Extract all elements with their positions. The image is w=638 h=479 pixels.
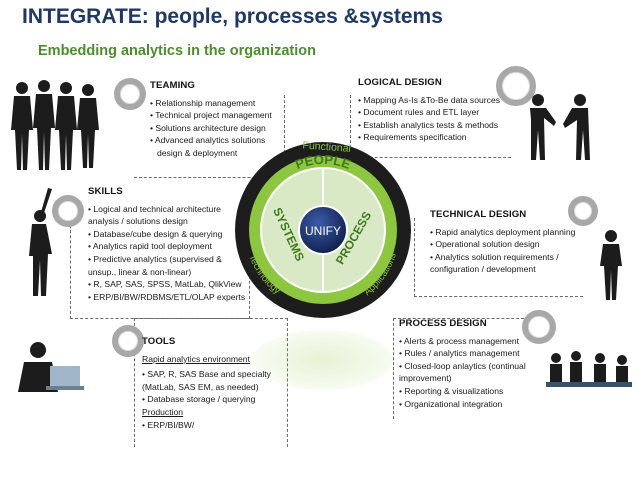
tools-ring-icon xyxy=(112,325,144,357)
page-subtitle: Embedding analytics in the organization xyxy=(38,43,316,59)
skills-box: SKILLS Logical and technical architectur… xyxy=(88,186,254,303)
tools-env-item: Database storage / querying xyxy=(142,393,282,406)
technical-design-item: Rapid analytics deployment planning xyxy=(430,226,586,239)
process-ring-icon xyxy=(522,310,556,344)
process-frame xyxy=(393,318,529,419)
process-design-item: Organizational integration xyxy=(399,398,539,411)
technical-design-item: Analytics solution requirements / xyxy=(430,251,586,264)
teaming-item: Relationship management xyxy=(150,97,290,110)
technical-design-item-continued: configuration / development xyxy=(430,264,536,275)
teaming-item: Advanced analytics solutions xyxy=(150,134,290,147)
tools-frame xyxy=(134,318,288,447)
process-design-item: Reporting & visualizations xyxy=(399,385,539,398)
logical-design-heading: LOGICAL DESIGN xyxy=(358,77,442,88)
skills-ring-icon xyxy=(52,195,84,227)
skills-item: R, SAP, SAS, SPSS, MatLab, QlikView xyxy=(88,278,254,291)
handshake-silhouette-icon xyxy=(530,94,590,160)
skills-item-continued: analysis / solutions design xyxy=(88,216,188,227)
tools-heading: TOOLS xyxy=(142,336,176,347)
teaming-item-continued: design & deployment xyxy=(157,147,238,158)
logical-frame xyxy=(350,95,511,158)
unify-core xyxy=(298,205,348,255)
tools-prod-label: Production xyxy=(142,406,184,417)
tools-env-item-continued: (MatLab, SAS EM, as needed) xyxy=(142,381,259,392)
teaming-item: Technical project management xyxy=(150,109,290,122)
skills-item: Logical and technical architecture xyxy=(88,203,254,216)
tools-env-item: SAP, R, SAS Base and specialty xyxy=(142,368,282,381)
process-design-item: Alerts & process management xyxy=(399,335,539,348)
people-label: PEOPLE xyxy=(293,152,353,172)
thinking-man-silhouette-icon xyxy=(600,230,622,300)
technical-design-box: TECHNICAL DESIGN Rapid analytics deploym… xyxy=(430,209,586,276)
process-design-item: Closed-loop anlaytics (continual xyxy=(399,360,539,373)
process-design-heading: PROCESS DESIGN xyxy=(399,318,487,329)
tools-box: TOOLS Rapid analytics environment SAP, R… xyxy=(142,336,282,431)
teaming-box: TEAMING Relationship management Technica… xyxy=(150,80,290,160)
skills-item: Predictive analytics (supervised & xyxy=(88,253,254,266)
skills-item-continued: unsup., linear & non-linear) xyxy=(88,266,192,277)
logical-design-item: Establish analytics tests & methods xyxy=(358,119,518,132)
skills-heading: SKILLS xyxy=(88,186,123,197)
team-silhouette-icon xyxy=(11,80,99,170)
technical-frame xyxy=(414,218,583,297)
unify-wheel-diagram: UNIFY PEOPLE SYSTEMS PROCESS Functional … xyxy=(235,140,411,318)
skills-item: Analytics rapid tool deployment xyxy=(88,240,254,253)
technical-ring-icon xyxy=(568,196,598,226)
technical-design-heading: TECHNICAL DESIGN xyxy=(430,209,527,220)
tools-env-label: Rapid analytics environment xyxy=(142,353,250,364)
process-design-item-continued: improvement) xyxy=(399,373,452,384)
teaming-ring-icon xyxy=(114,78,146,110)
skills-item: Database/cube design & querying xyxy=(88,228,254,241)
laptop-user-silhouette-icon xyxy=(18,342,84,392)
functional-label: Functional xyxy=(302,140,351,155)
teaming-item: Solutions architecture design xyxy=(150,122,290,135)
technical-design-item: Operational solution design xyxy=(430,238,586,251)
logical-design-item: Document rules and ETL layer xyxy=(358,106,518,119)
process-design-box: PROCESS DESIGN Alerts & process manageme… xyxy=(399,318,539,410)
pointing-man-silhouette-icon xyxy=(29,188,52,296)
logical-design-box: LOGICAL DESIGN Mapping As-Is &To-Be data… xyxy=(358,77,518,144)
skills-item: ERP/BI/BW/RDBMS/ETL/OLAP experts xyxy=(88,291,254,304)
teaming-heading: TEAMING xyxy=(150,80,195,91)
process-design-item: Rules / analytics management xyxy=(399,347,539,360)
logical-design-item: Requirements specification xyxy=(358,131,518,144)
page-title: INTEGRATE: people, processes &systems xyxy=(22,5,443,28)
unify-label: UNIFY xyxy=(305,224,341,238)
tools-prod-item: ERP/BI/BW/ xyxy=(142,419,282,432)
logical-design-item: Mapping As-Is &To-Be data sources xyxy=(358,94,518,107)
meeting-silhouette-icon xyxy=(546,351,632,387)
